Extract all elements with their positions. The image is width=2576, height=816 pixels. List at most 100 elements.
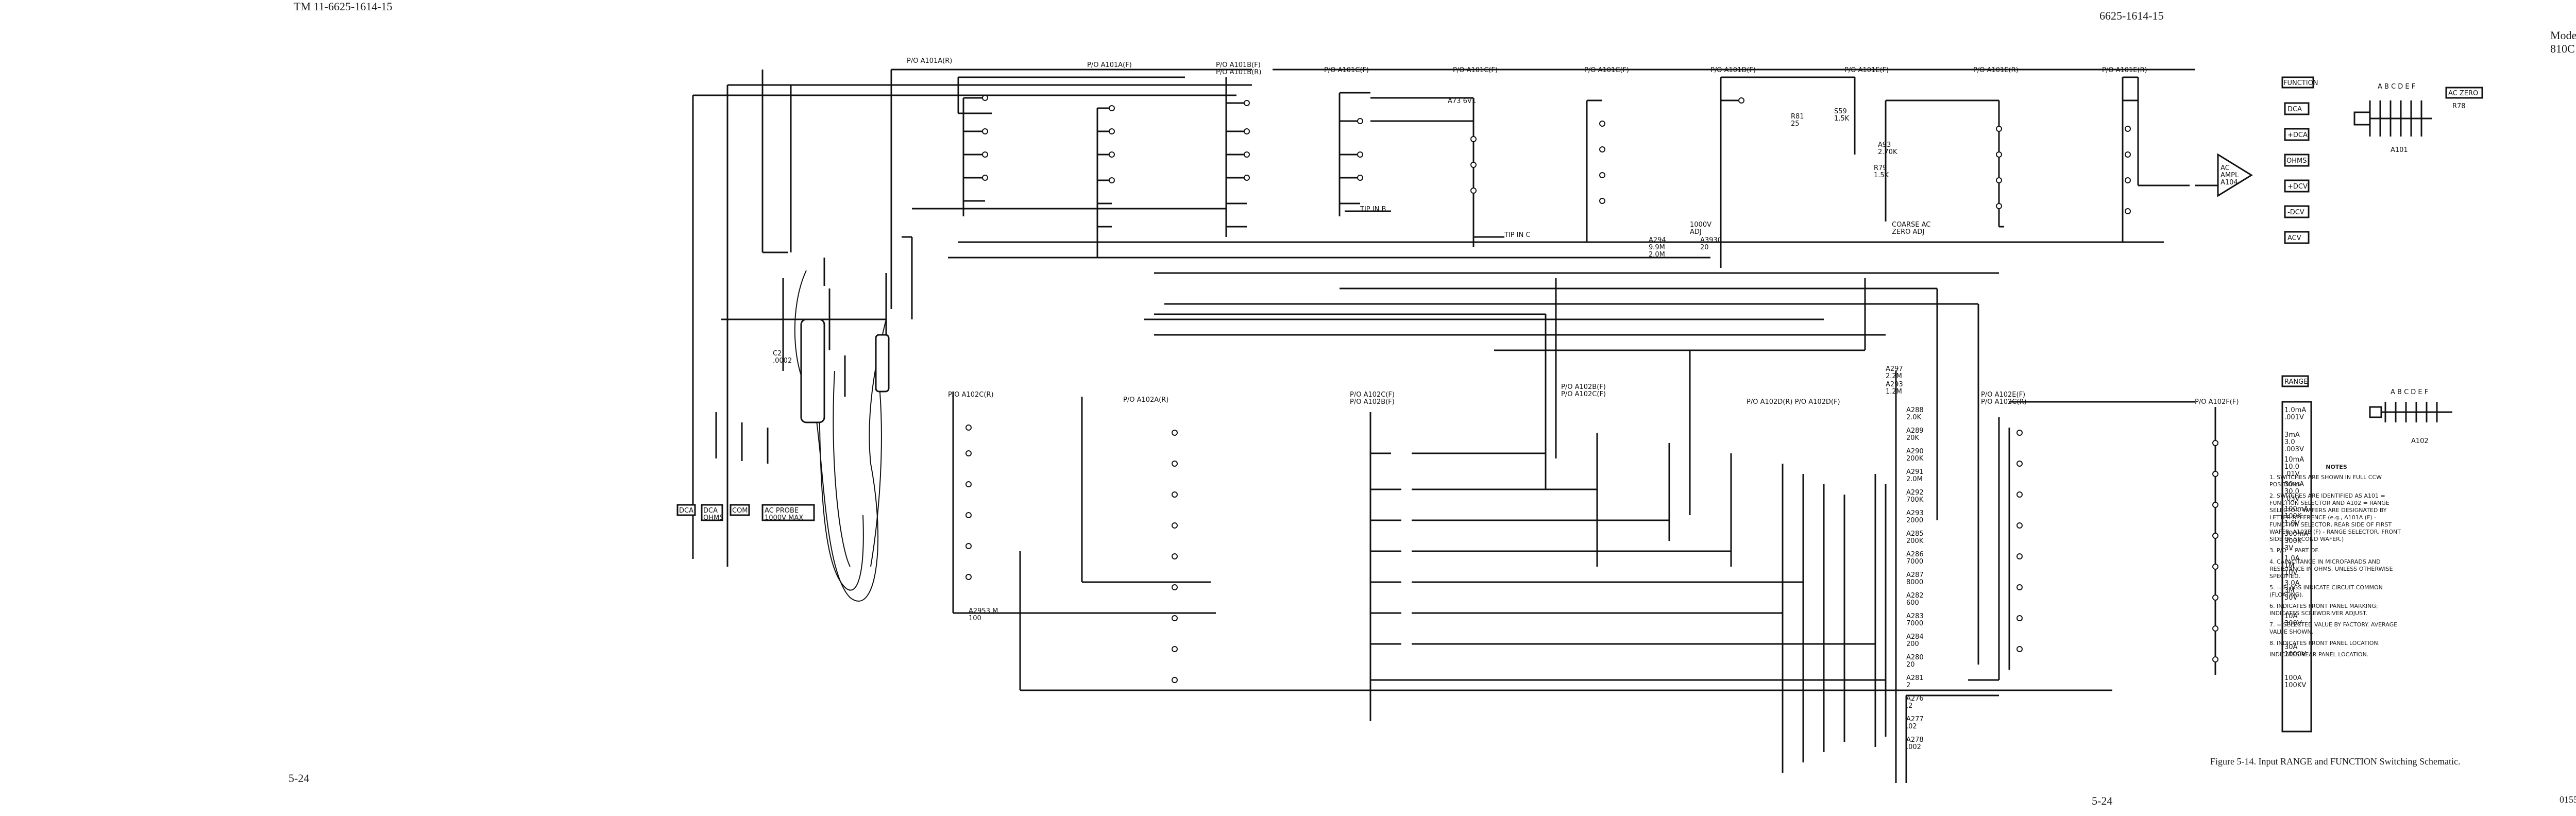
function-item: +DCA <box>2287 131 2308 139</box>
a102-switch: A B C D E F A102 <box>2369 388 2452 445</box>
wafer-label: P/O A101C(F) <box>1453 66 1498 74</box>
component-label: TIP IN B <box>1360 206 1386 213</box>
switch-letters: A B C D E F <box>2391 388 2428 396</box>
note-item: 7. = SELECTED VALUE BY FACTORY. AVERAGE … <box>2269 621 2398 635</box>
notes-block: NOTES 1. SWITCHES ARE SHOWN IN FULL CCW … <box>2269 464 2403 662</box>
note-item: 6. INDICATES FRONT PANEL MARKING; INDICA… <box>2269 603 2378 617</box>
jack-label: COM <box>732 507 748 515</box>
wafer-labels-top: P/O A101A(R) P/O A101A(F) P/O A101B(F)P/… <box>907 57 2147 76</box>
wafer-label: P/O A102F(F) <box>2195 398 2239 406</box>
resistor-label: A276.2 <box>1906 695 1924 710</box>
document-code-center: 6625-1614-15 <box>2099 9 2164 22</box>
wafer-label: P/O A102A(R) <box>1123 396 1168 404</box>
note-item: 2. SWITCHES ARE IDENTIFIED AS A101 = FUN… <box>2269 492 2401 542</box>
document-code-left: TM 11-6625-1614-15 <box>294 0 393 13</box>
function-panel: FUNCTION DCA +DCA OHMS +DCV -DCV ACV <box>2281 76 2318 244</box>
jack-label: DCA <box>679 507 693 515</box>
component-label: C2.0002 <box>773 350 792 365</box>
switch-letters: A B C D E F <box>2378 83 2415 91</box>
resistor-label: A278.002 <box>1906 736 1924 751</box>
note-item: 5. = FLAGS INDICATE CIRCUIT COMMON (FLOA… <box>2269 584 2383 598</box>
range-panel-title: RANGE <box>2284 378 2308 386</box>
ac-amplifier-symbol <box>2217 153 2253 197</box>
wafer-label: P/O A101C(F) <box>1584 66 1629 74</box>
function-item: +DCV <box>2287 183 2308 191</box>
note-item: 8. INDICATES FRONT PANEL LOCATION. <box>2269 640 2380 647</box>
wafer-label: P/O A102D(R) P/O A102D(F) <box>1747 398 1840 406</box>
component-label: TIP IN C <box>1504 231 1531 239</box>
switch-contacts <box>965 95 2218 683</box>
a101-label: A101 <box>2391 146 2408 154</box>
r78-label: R78 <box>2452 103 2466 110</box>
wafer-label: P/O A101E(R) <box>1973 66 2019 74</box>
wafer-label: P/O A101B(F)P/O A101B(R) <box>1216 61 1261 76</box>
wafer-label: P/O A101C(F) <box>1324 66 1369 74</box>
resistor-label: A277.02 <box>1906 716 1924 730</box>
function-item: OHMS <box>2286 157 2307 165</box>
page-number-right: 5-24 <box>2092 794 2113 807</box>
range-item: 1.0mA.001V <box>2284 406 2306 421</box>
function-panel-title: FUNCTION <box>2283 79 2318 87</box>
model-label: Model 810C <box>2550 29 2576 55</box>
note-item: INDICATES REAR PANEL LOCATION. <box>2269 651 2369 658</box>
note-item: 3. P/O = PART OF. <box>2269 547 2319 554</box>
function-item: ACV <box>2287 234 2301 242</box>
component-label: A73 6V1 <box>1448 97 1476 105</box>
function-item: -DCV <box>2287 209 2304 216</box>
probe-plug <box>875 334 890 393</box>
function-item: DCA <box>2287 106 2302 113</box>
wafer-label: P/O A101D(F) <box>1710 66 1756 74</box>
ac-zero-label: AC ZERO <box>2448 90 2478 97</box>
note-item: 1. SWITCHES ARE SHOWN IN FULL CCW POSITI… <box>2269 474 2382 488</box>
wafer-label: P/O A101A(R) <box>907 57 952 65</box>
a101-switch: A B C D E F AC ZERO R78 A101 <box>2353 83 2483 154</box>
wafer-label: P/O A102C(F)P/O A102B(F) <box>1350 391 1395 406</box>
note-item: 4. CAPACITANCE IN MICROFARADS AND RESIST… <box>2269 558 2393 580</box>
wafer-label: P/O A101E(R) <box>2102 66 2147 74</box>
a102-label: A102 <box>2411 437 2429 445</box>
wafer-label: P/O A102E(F)P/O A102C(R) <box>1981 391 2027 406</box>
wafer-labels-bottom: P/O A102C(R) P/O A102A(R) P/O A102C(F)P/… <box>948 383 2239 406</box>
wiring <box>692 69 2253 783</box>
wafer-label: P/O A102B(F)P/O A102C(F) <box>1561 383 1606 398</box>
